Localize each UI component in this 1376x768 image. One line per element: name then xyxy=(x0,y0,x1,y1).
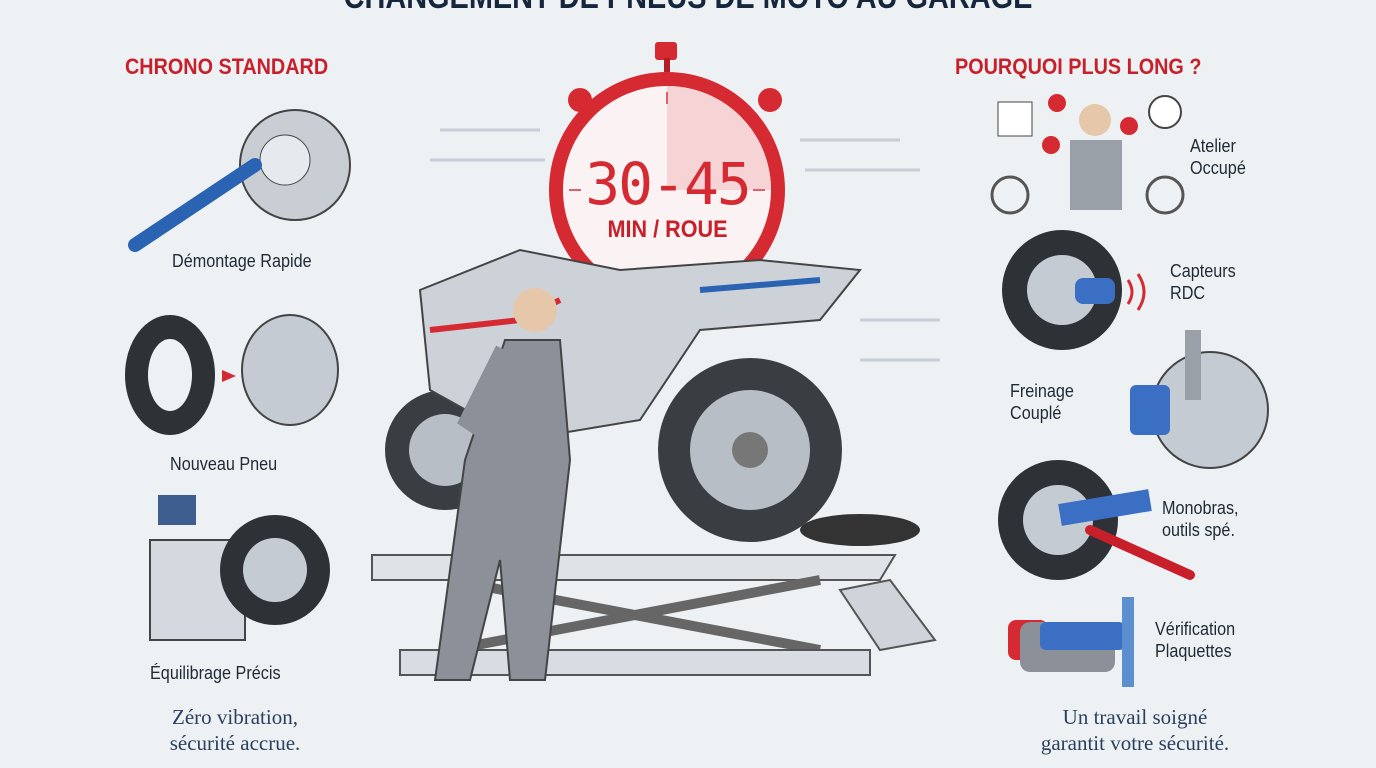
left-footer-line1: Zéro vibration, xyxy=(172,705,298,729)
single-arm-tool-icon xyxy=(998,460,1195,580)
label-line: Vérification xyxy=(1155,619,1236,639)
label-demontage: Démontage Rapide xyxy=(172,251,312,271)
tire-wheel-icon xyxy=(125,314,339,435)
right-footer: Un travail soigné garantit votre sécurit… xyxy=(1000,704,1270,756)
page-title: CHANGEMENT DE PNEUS DE MOTO AU GARAGE xyxy=(103,0,1273,17)
label-line: Capteurs xyxy=(1170,261,1236,281)
label-line: outils spé. xyxy=(1162,520,1235,540)
label-line: Couplé xyxy=(1010,403,1062,423)
label-line: RDC xyxy=(1170,283,1206,303)
wrench-wheel-icon xyxy=(128,109,351,252)
brake-disc-icon xyxy=(1130,330,1269,469)
label-nouveau-pneu: Nouveau Pneu xyxy=(170,454,278,474)
label-line: Occupé xyxy=(1190,158,1246,178)
pressure-sensor-icon xyxy=(1002,230,1146,350)
label-line: Freinage xyxy=(1010,381,1074,401)
right-footer-line2: garantit votre sécurité. xyxy=(1040,731,1230,755)
stopwatch-display: 30-45 MIN / ROUE xyxy=(560,150,775,244)
label-line: Monobras, xyxy=(1162,498,1239,518)
busy-workshop-icon xyxy=(990,94,1185,215)
label-monobras: Monobras,outils spé. xyxy=(1162,497,1239,541)
label-line: Plaquettes xyxy=(1155,641,1232,661)
time-range: 30-45 xyxy=(585,150,752,218)
label-equilibrage: Équilibrage Précis xyxy=(150,663,281,683)
stopwatch-icon xyxy=(549,42,785,308)
time-unit: MIN / ROUE xyxy=(607,216,728,243)
left-heading: CHRONO STANDARD xyxy=(125,54,329,79)
balancer-icon xyxy=(149,495,330,641)
right-heading: POURQUOI PLUS LONG ? xyxy=(955,54,1202,79)
mechanic xyxy=(433,288,572,681)
left-footer-line2: sécurité accrue. xyxy=(169,731,301,755)
right-footer-line1: Un travail soigné xyxy=(1062,705,1208,729)
left-footer: Zéro vibration, sécurité accrue. xyxy=(120,704,350,756)
brake-pad-icon xyxy=(1008,597,1134,687)
label-line: Atelier xyxy=(1190,136,1236,156)
